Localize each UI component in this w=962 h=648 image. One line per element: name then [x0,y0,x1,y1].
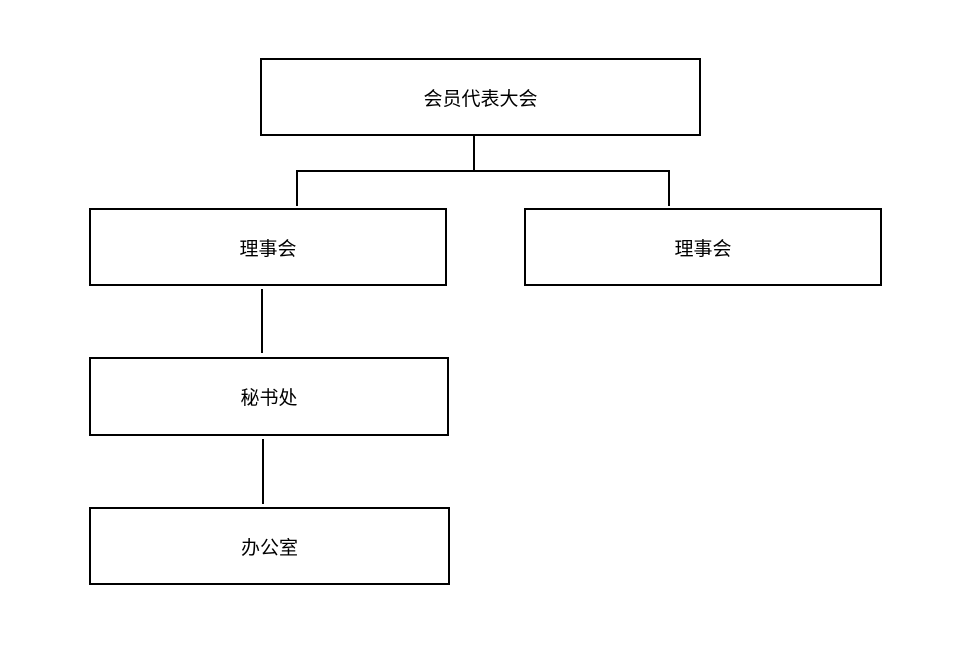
node-general-assembly: 会员代表大会 [260,58,701,136]
node-office: 办公室 [89,507,450,585]
node-secretariat: 秘书处 [89,357,449,436]
node-label: 办公室 [240,536,298,559]
node-council-left: 理事会 [89,208,447,286]
node-council-right: 理事会 [524,208,882,286]
node-label: 秘书处 [240,387,298,409]
node-label: 会员代表大会 [423,87,538,110]
node-label: 理事会 [239,237,297,260]
node-label: 理事会 [674,237,732,260]
